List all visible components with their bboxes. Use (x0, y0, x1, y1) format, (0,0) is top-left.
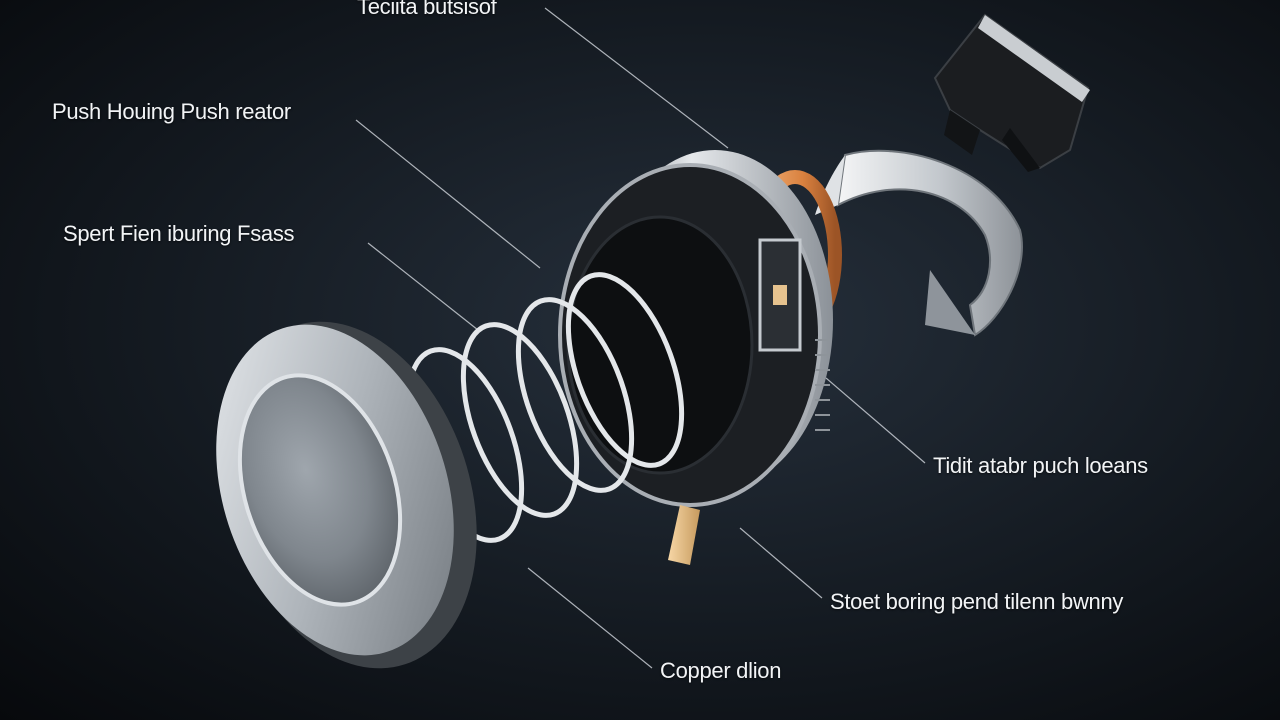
label-tidit: Tidit atabr puch loeans (933, 453, 1148, 478)
label-copper: Copper dlion (660, 658, 782, 683)
label-stoet: Stoet boring pend tilenn bwnny (830, 589, 1124, 614)
terminal-pin (668, 505, 700, 565)
label-spert: Spert Fien iburing Fsass (63, 221, 295, 246)
leader-line-top (544, 7, 729, 149)
switch-housing (558, 150, 833, 507)
retaining-band (815, 149, 1023, 337)
push-button-cap (216, 321, 477, 669)
leader-line-housing (355, 119, 541, 269)
leader-line-copper (527, 567, 653, 669)
leader-lines (355, 7, 926, 669)
connector-component (933, 13, 1090, 172)
leader-line-tidit (825, 377, 926, 464)
label-housing: Push Houing Push reator (52, 99, 291, 124)
leader-line-stoet (739, 527, 823, 599)
leader-line-spert (367, 242, 479, 331)
label-top: Teciita butsisof (357, 0, 497, 19)
